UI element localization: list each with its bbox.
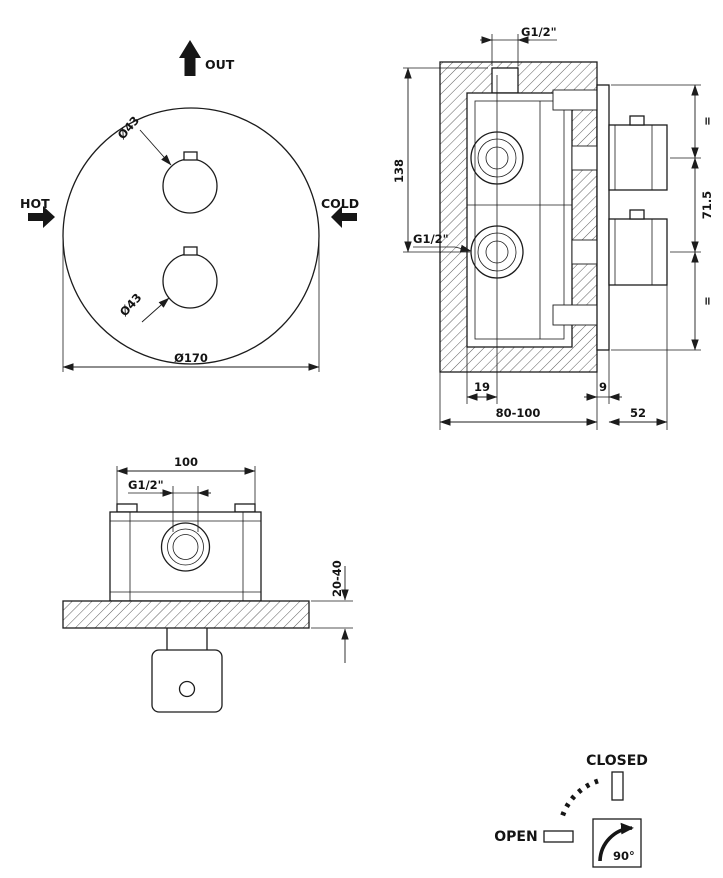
rotation-arrow-icon: [598, 822, 634, 862]
equal-bottom-label: =: [700, 296, 714, 306]
cold-label: COLD: [321, 196, 359, 211]
top-connection-extension-lines: [491, 34, 557, 66]
front-plate-circle: [62, 107, 320, 365]
plate-diameter-label: Ø170: [174, 351, 208, 365]
span-138-extension-lines: [403, 67, 488, 253]
lower-fixing-bracket: [552, 304, 598, 326]
body-right-tab: [234, 503, 256, 513]
rotation-angle-label: 90°: [613, 849, 635, 863]
rough-in-depth-label: 80-100: [496, 406, 541, 420]
upper-fixing-bracket: [552, 89, 598, 111]
bottom-view: 100 G1/2" 20-40: [62, 455, 353, 713]
hot-label: HOT: [20, 196, 50, 211]
rotation-box: [592, 818, 642, 868]
section-bottom-knob: [608, 218, 668, 286]
top-knob-diameter-leader: [139, 129, 172, 166]
open-label: OPEN: [494, 829, 537, 845]
bottom-port-circle-inner: [172, 534, 199, 560]
bottom-connection-label: G1/2": [128, 478, 164, 492]
front-bottom-knob-marker: [183, 246, 198, 256]
bottom-knob-diameter-label: Ø43: [117, 290, 145, 319]
front-bottom-knob: [162, 253, 218, 309]
section-top-knob: [608, 124, 668, 191]
open-handle-icon: [543, 830, 574, 843]
inset-offset-label: 19: [474, 380, 490, 394]
out-label: OUT: [205, 57, 235, 72]
rotation-dashed-arc: [558, 778, 599, 822]
section-view: G1/2" 138 G1/2" = 71.5 = 19 80-100 9 52: [392, 25, 714, 430]
section-top-knob-marker: [629, 115, 645, 126]
equal-top-label: =: [700, 116, 714, 126]
inlet-connection-label: G1/2": [413, 232, 449, 246]
bottom-port-circle-outer: [160, 522, 211, 572]
section-bottom-extension-lines: [439, 285, 668, 430]
operation-diagram: CLOSED OPEN 90°: [494, 753, 648, 868]
section-bottom-knob-marker: [629, 209, 645, 220]
junction-box-hole: [178, 680, 196, 698]
rough-body: [109, 511, 262, 602]
plate-gap-label: 9: [599, 380, 607, 394]
top-knob-diameter-label: Ø43: [115, 113, 142, 142]
plate-diameter-extension-lines: [62, 240, 320, 372]
knob-projection-label: 52: [630, 406, 646, 420]
valve-body-inner-line: [474, 100, 565, 340]
top-connection-label: G1/2": [521, 25, 557, 39]
valve-body-internal-lines: [467, 101, 572, 339]
cold-arrow-icon: [331, 206, 357, 228]
finish-depth-label: 20-40: [330, 560, 344, 597]
rough-body-detail-lines: [110, 512, 261, 601]
finish-depth-extension-lines: [311, 600, 353, 629]
body-width-label: 100: [174, 455, 198, 469]
body-left-tab: [116, 503, 138, 513]
front-top-knob-marker: [183, 151, 198, 161]
bottom-port-circle-mid: [167, 528, 204, 566]
front-view: OUT HOT COLD Ø43 Ø43 Ø170: [20, 40, 359, 372]
mounting-flange: [62, 600, 310, 629]
wall-plate: [596, 84, 610, 351]
out-arrow-icon: [179, 40, 201, 76]
knob-detail-lines: [614, 125, 653, 285]
span-138-label: 138: [392, 159, 406, 183]
inlet-leader: [454, 244, 472, 253]
knob-spacing-label: 71.5: [700, 191, 714, 219]
closed-label: CLOSED: [586, 753, 648, 769]
closed-handle-icon: [611, 771, 624, 801]
front-top-knob: [162, 158, 218, 214]
right-extension-lines: [611, 84, 701, 351]
top-outlet-pipe: [491, 67, 519, 94]
bottom-knob-diameter-leader: [141, 297, 170, 323]
hot-arrow-icon: [28, 206, 55, 228]
connector-neck-lines: [166, 628, 208, 650]
